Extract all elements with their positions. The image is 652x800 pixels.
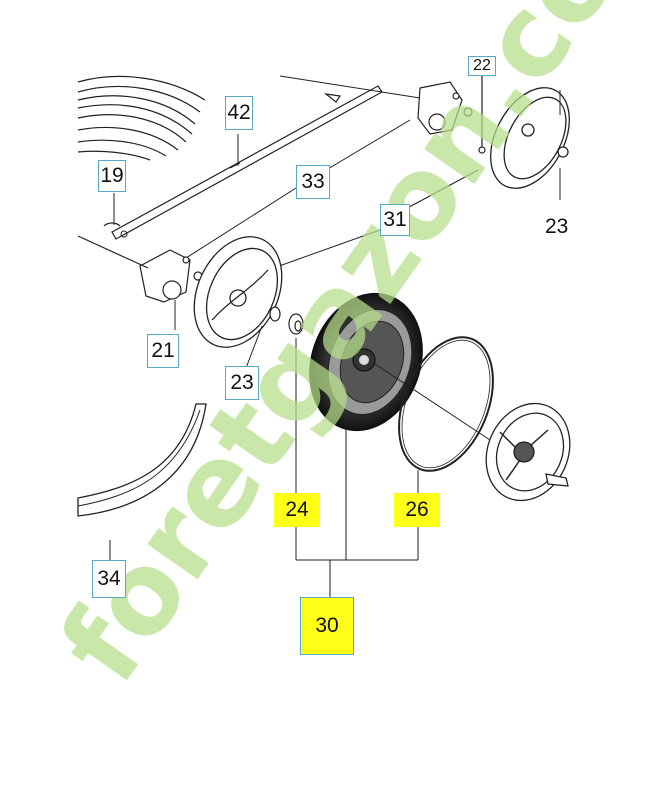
hub-cap bbox=[371, 361, 571, 502]
washers bbox=[245, 306, 304, 369]
callout-23-upper: 23 bbox=[545, 215, 569, 238]
upper-wheel-disc bbox=[490, 87, 570, 189]
mower-skirt-34 bbox=[77, 403, 207, 517]
callout-34: 34 bbox=[92, 560, 126, 598]
tyre-ring-26 bbox=[398, 336, 494, 472]
left-wheel-disc bbox=[193, 236, 283, 348]
callout-19: 19 bbox=[98, 160, 126, 192]
callout-22-partial: 22 bbox=[468, 56, 496, 76]
assembly-bracket-lines bbox=[109, 338, 419, 600]
left-wheel-bracket-21 bbox=[77, 235, 203, 303]
main-wheel-tyre bbox=[309, 292, 423, 432]
callout-33: 33 bbox=[296, 165, 330, 199]
callout-30: 30 bbox=[300, 597, 354, 655]
upper-wheel-bracket bbox=[279, 68, 486, 154]
callout-26: 26 bbox=[394, 493, 440, 527]
callout-21: 21 bbox=[147, 334, 179, 368]
callout-23-lower: 23 bbox=[225, 366, 259, 400]
pin-19 bbox=[103, 193, 128, 238]
mower-body-arcs bbox=[77, 75, 206, 161]
callout-24: 24 bbox=[274, 493, 320, 527]
callout-42: 42 bbox=[225, 96, 253, 130]
callout-31: 31 bbox=[380, 204, 410, 236]
